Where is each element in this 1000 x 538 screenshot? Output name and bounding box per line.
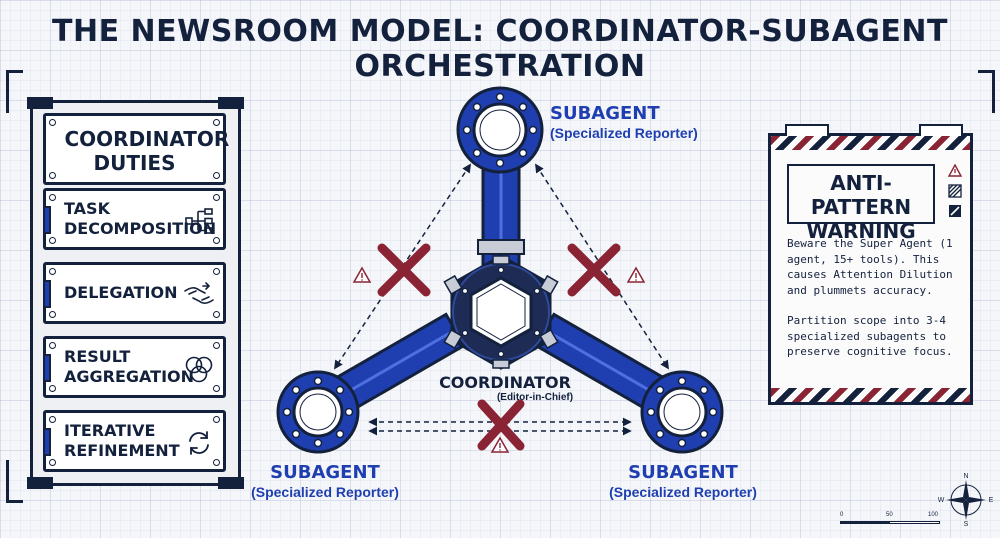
frame-corner-tr <box>978 70 995 113</box>
warning-heading: ANTI-PATTERN WARNING <box>787 164 935 243</box>
duties-heading: COORDINATOR DUTIES <box>64 127 230 175</box>
warning-triangle-icon <box>490 436 510 453</box>
page-title: THE NEWSROOM MODEL: COORDINATOR-SUBAGENT… <box>52 14 948 84</box>
panel-clip <box>218 477 244 489</box>
panel-clip <box>27 477 53 489</box>
duties-heading-plate: COORDINATOR DUTIES <box>43 113 230 185</box>
duty-result-aggregation: RESULT AGGREGATION <box>43 336 226 398</box>
subagent-label-top: SUBAGENT (Specialized Reporter) <box>550 103 698 142</box>
blocked-icon <box>949 205 961 217</box>
coordinator-duties-panel: COORDINATOR DUTIES TASK DECOMPOSITION DE… <box>27 97 244 489</box>
compass-rose-icon: N S E W <box>938 470 994 528</box>
compass-s: S <box>964 521 969 526</box>
subagent-subtitle: (Specialized Reporter) <box>550 125 698 141</box>
panel-clip <box>218 97 244 109</box>
panel-clip <box>27 97 53 109</box>
blocked-link-x-bottom <box>477 399 525 451</box>
venn-icon <box>185 356 213 383</box>
blocked-link-x-right <box>567 243 621 297</box>
arm-top <box>477 163 525 267</box>
compass-w: W <box>938 497 945 504</box>
warning-triangle-icon <box>948 164 962 177</box>
subagent-subtitle: (Specialized Reporter) <box>609 484 757 500</box>
warning-paragraph-2: Partition scope into 3-4 specialized sub… <box>787 314 953 358</box>
scale-label: 0 <box>840 512 844 518</box>
subagent-node-left <box>276 370 360 454</box>
hazard-block-icon <box>948 184 962 198</box>
frame-corner-tl <box>6 70 23 113</box>
warning-triangle-icon <box>626 266 646 283</box>
warning-triangle-icon <box>352 266 372 283</box>
subagent-title: SUBAGENT <box>628 462 738 483</box>
duty-label: ITERATIVE REFINEMENT <box>64 421 180 460</box>
duty-iterative-refinement: ITERATIVE REFINEMENT <box>43 410 226 472</box>
subagent-title: SUBAGENT <box>270 462 380 483</box>
scale-bar: 0 50 100 <box>840 512 940 526</box>
warning-paragraph-1: Beware the Super Agent (1 agent, 15+ too… <box>787 237 953 297</box>
hazard-stripe-top <box>771 136 970 150</box>
duty-label: DELEGATION <box>64 283 178 302</box>
hierarchy-icon <box>185 208 213 234</box>
frame-corner-bl <box>6 460 23 503</box>
subagent-subtitle: (Specialized Reporter) <box>251 484 399 500</box>
subagent-node-top <box>456 86 544 174</box>
subagent-title: SUBAGENT <box>550 103 660 124</box>
scale-label: 100 <box>928 512 939 518</box>
handoff-icon <box>184 282 214 304</box>
anti-pattern-warning-panel: ANTI-PATTERN WARNING Beware the Super Ag… <box>768 124 973 405</box>
duty-label: TASK DECOMPOSITION <box>64 199 217 238</box>
blocked-link-x-left <box>377 243 431 297</box>
coordinator-hub <box>443 254 559 370</box>
subagent-label-left: SUBAGENT (Specialized Reporter) <box>240 462 410 501</box>
duty-label: RESULT AGGREGATION <box>64 347 195 386</box>
compass-n: N <box>963 473 968 480</box>
coordinator-subtitle: (Editor-in-Chief) <box>496 392 574 403</box>
duty-task-decomposition: TASK DECOMPOSITION <box>43 188 226 250</box>
panel-handle <box>785 124 829 136</box>
warning-body: Beware the Super Agent (1 agent, 15+ too… <box>787 236 967 375</box>
duty-delegation: DELEGATION <box>43 262 226 324</box>
coordinator-title: COORDINATOR <box>439 373 571 392</box>
subagent-node-right <box>640 370 724 454</box>
coordinator-label: COORDINATOR (Editor-in-Chief) <box>430 373 580 404</box>
hazard-stripe-bottom <box>771 388 970 402</box>
refresh-cycle-icon <box>189 431 209 455</box>
panel-handle <box>919 124 963 136</box>
subagent-label-right: SUBAGENT (Specialized Reporter) <box>598 462 768 501</box>
compass-e: E <box>989 497 994 504</box>
scale-label: 50 <box>886 512 893 518</box>
